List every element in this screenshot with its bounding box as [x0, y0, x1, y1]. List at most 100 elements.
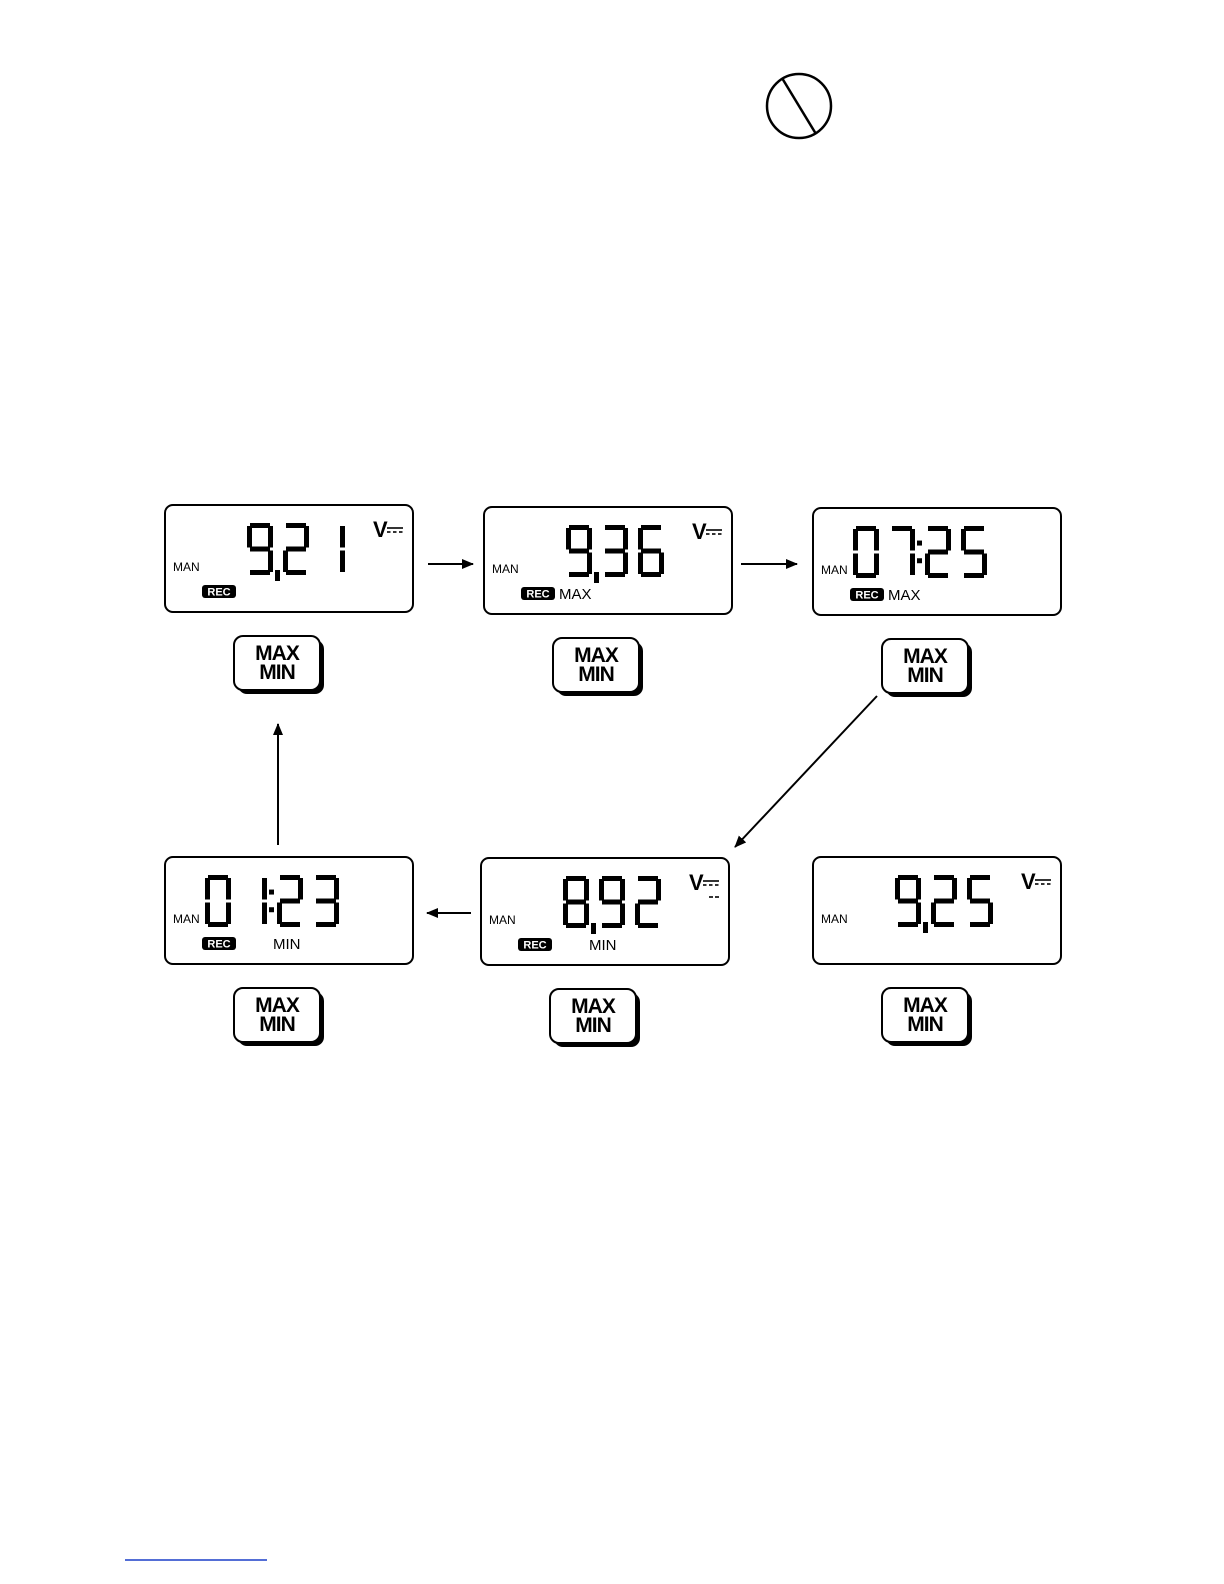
lcd-segment [566, 923, 586, 928]
lcd-segment [874, 554, 879, 576]
lcd-segment [623, 553, 628, 575]
lcd-segment [226, 878, 231, 900]
button-label-min: MIN [907, 1013, 943, 1036]
lcd-segment [620, 879, 625, 901]
lcd-segment [566, 876, 586, 881]
lcd-segment [895, 878, 900, 900]
lcd-segment [934, 875, 954, 880]
lcd-segment [268, 551, 273, 573]
colon-dot [269, 907, 274, 912]
lcd-segment [280, 899, 300, 904]
lcd-segment [620, 904, 625, 926]
lcd-segment [605, 549, 625, 554]
annunciator-max: MAX [559, 586, 592, 603]
man-label: MAN [173, 912, 200, 926]
lcd-segment [916, 903, 921, 925]
lcd-segment [584, 904, 589, 926]
button-label-min: MIN [259, 661, 295, 684]
lcd-segment [964, 573, 984, 578]
lcd-segment [226, 903, 231, 925]
rec-badge-label: REC [207, 939, 230, 951]
lcd-segment [599, 879, 604, 901]
rec-badge-label: REC [855, 590, 878, 602]
lcd-segment [641, 572, 661, 577]
lcd-segment [982, 554, 987, 576]
lcd-segment [964, 526, 984, 531]
arrow-d3-to-d5 [735, 696, 877, 847]
lcd-segment [587, 553, 592, 575]
button-label-min: MIN [259, 1013, 295, 1036]
lcd-segment [247, 526, 252, 548]
lcd-segment [602, 900, 622, 905]
lcd-segment [952, 878, 957, 900]
lcd-segment [970, 899, 990, 904]
lcd-segment [587, 528, 592, 550]
lcd-segment [283, 551, 288, 573]
no-entry-circle-icon [767, 74, 831, 138]
lcd-segment [280, 875, 300, 880]
lcd-segment [853, 529, 858, 551]
colon-dot [917, 541, 922, 546]
lcd-segment [659, 553, 664, 575]
annunciator-min: MIN [589, 937, 617, 954]
lcd-segment [931, 903, 936, 925]
lcd-segment [970, 922, 990, 927]
lcd-segment [277, 903, 282, 925]
lcd-display-d5: MAN REC MIN V [481, 858, 729, 965]
lcd-segment [316, 922, 336, 927]
lcd-segment [208, 922, 228, 927]
lcd-segment [898, 899, 918, 904]
lcd-segment [602, 923, 622, 928]
lcd-segment [566, 528, 571, 550]
decimal-comma [594, 572, 599, 583]
lcd-segment [934, 922, 954, 927]
lcd-segment [964, 550, 984, 555]
lcd-segment [656, 879, 661, 901]
lcd-segment [638, 528, 643, 550]
lcd-segment [563, 879, 568, 901]
lcd-segment [967, 878, 972, 900]
lcd-segment [298, 878, 303, 900]
lcd-segment [286, 570, 306, 575]
lcd-segment [602, 876, 622, 881]
lcd-segment [641, 525, 661, 530]
displays-layer: MANRECVMAXMINMANRECMAXVMAXMINMANRECMAXMA… [165, 505, 1061, 1047]
button-label-min: MIN [578, 663, 614, 686]
lcd-segment [961, 529, 966, 551]
button-label-min: MIN [907, 664, 943, 687]
unit-volt: V [689, 870, 704, 895]
lcd-segment [569, 572, 589, 577]
lcd-segment [874, 529, 879, 551]
man-label: MAN [489, 913, 516, 927]
lcd-segment [892, 526, 912, 531]
decimal-comma [923, 922, 928, 933]
unit-volt: V [1021, 869, 1036, 894]
lcd-segment [334, 903, 339, 925]
rec-badge-label: REC [523, 940, 546, 952]
lcd-segment [569, 549, 589, 554]
lcd-segment [925, 554, 930, 576]
lcd-segment [641, 549, 661, 554]
lcd-segment [928, 550, 948, 555]
lcd-segment [566, 900, 586, 905]
lcd-display-d4: MANRECMIN [165, 857, 413, 964]
lcd-segment [934, 899, 954, 904]
lcd-segment [262, 878, 267, 900]
lcd-segment [916, 878, 921, 900]
colon-dot [269, 890, 274, 895]
lcd-segment [569, 525, 589, 530]
lcd-segment [946, 529, 951, 551]
lcd-display-d1: MANRECV [165, 505, 413, 612]
lcd-segment [208, 875, 228, 880]
annunciator-max: MAX [888, 587, 921, 604]
lcd-segment [928, 573, 948, 578]
man-label: MAN [821, 563, 848, 577]
rec-badge-label: REC [207, 587, 230, 599]
